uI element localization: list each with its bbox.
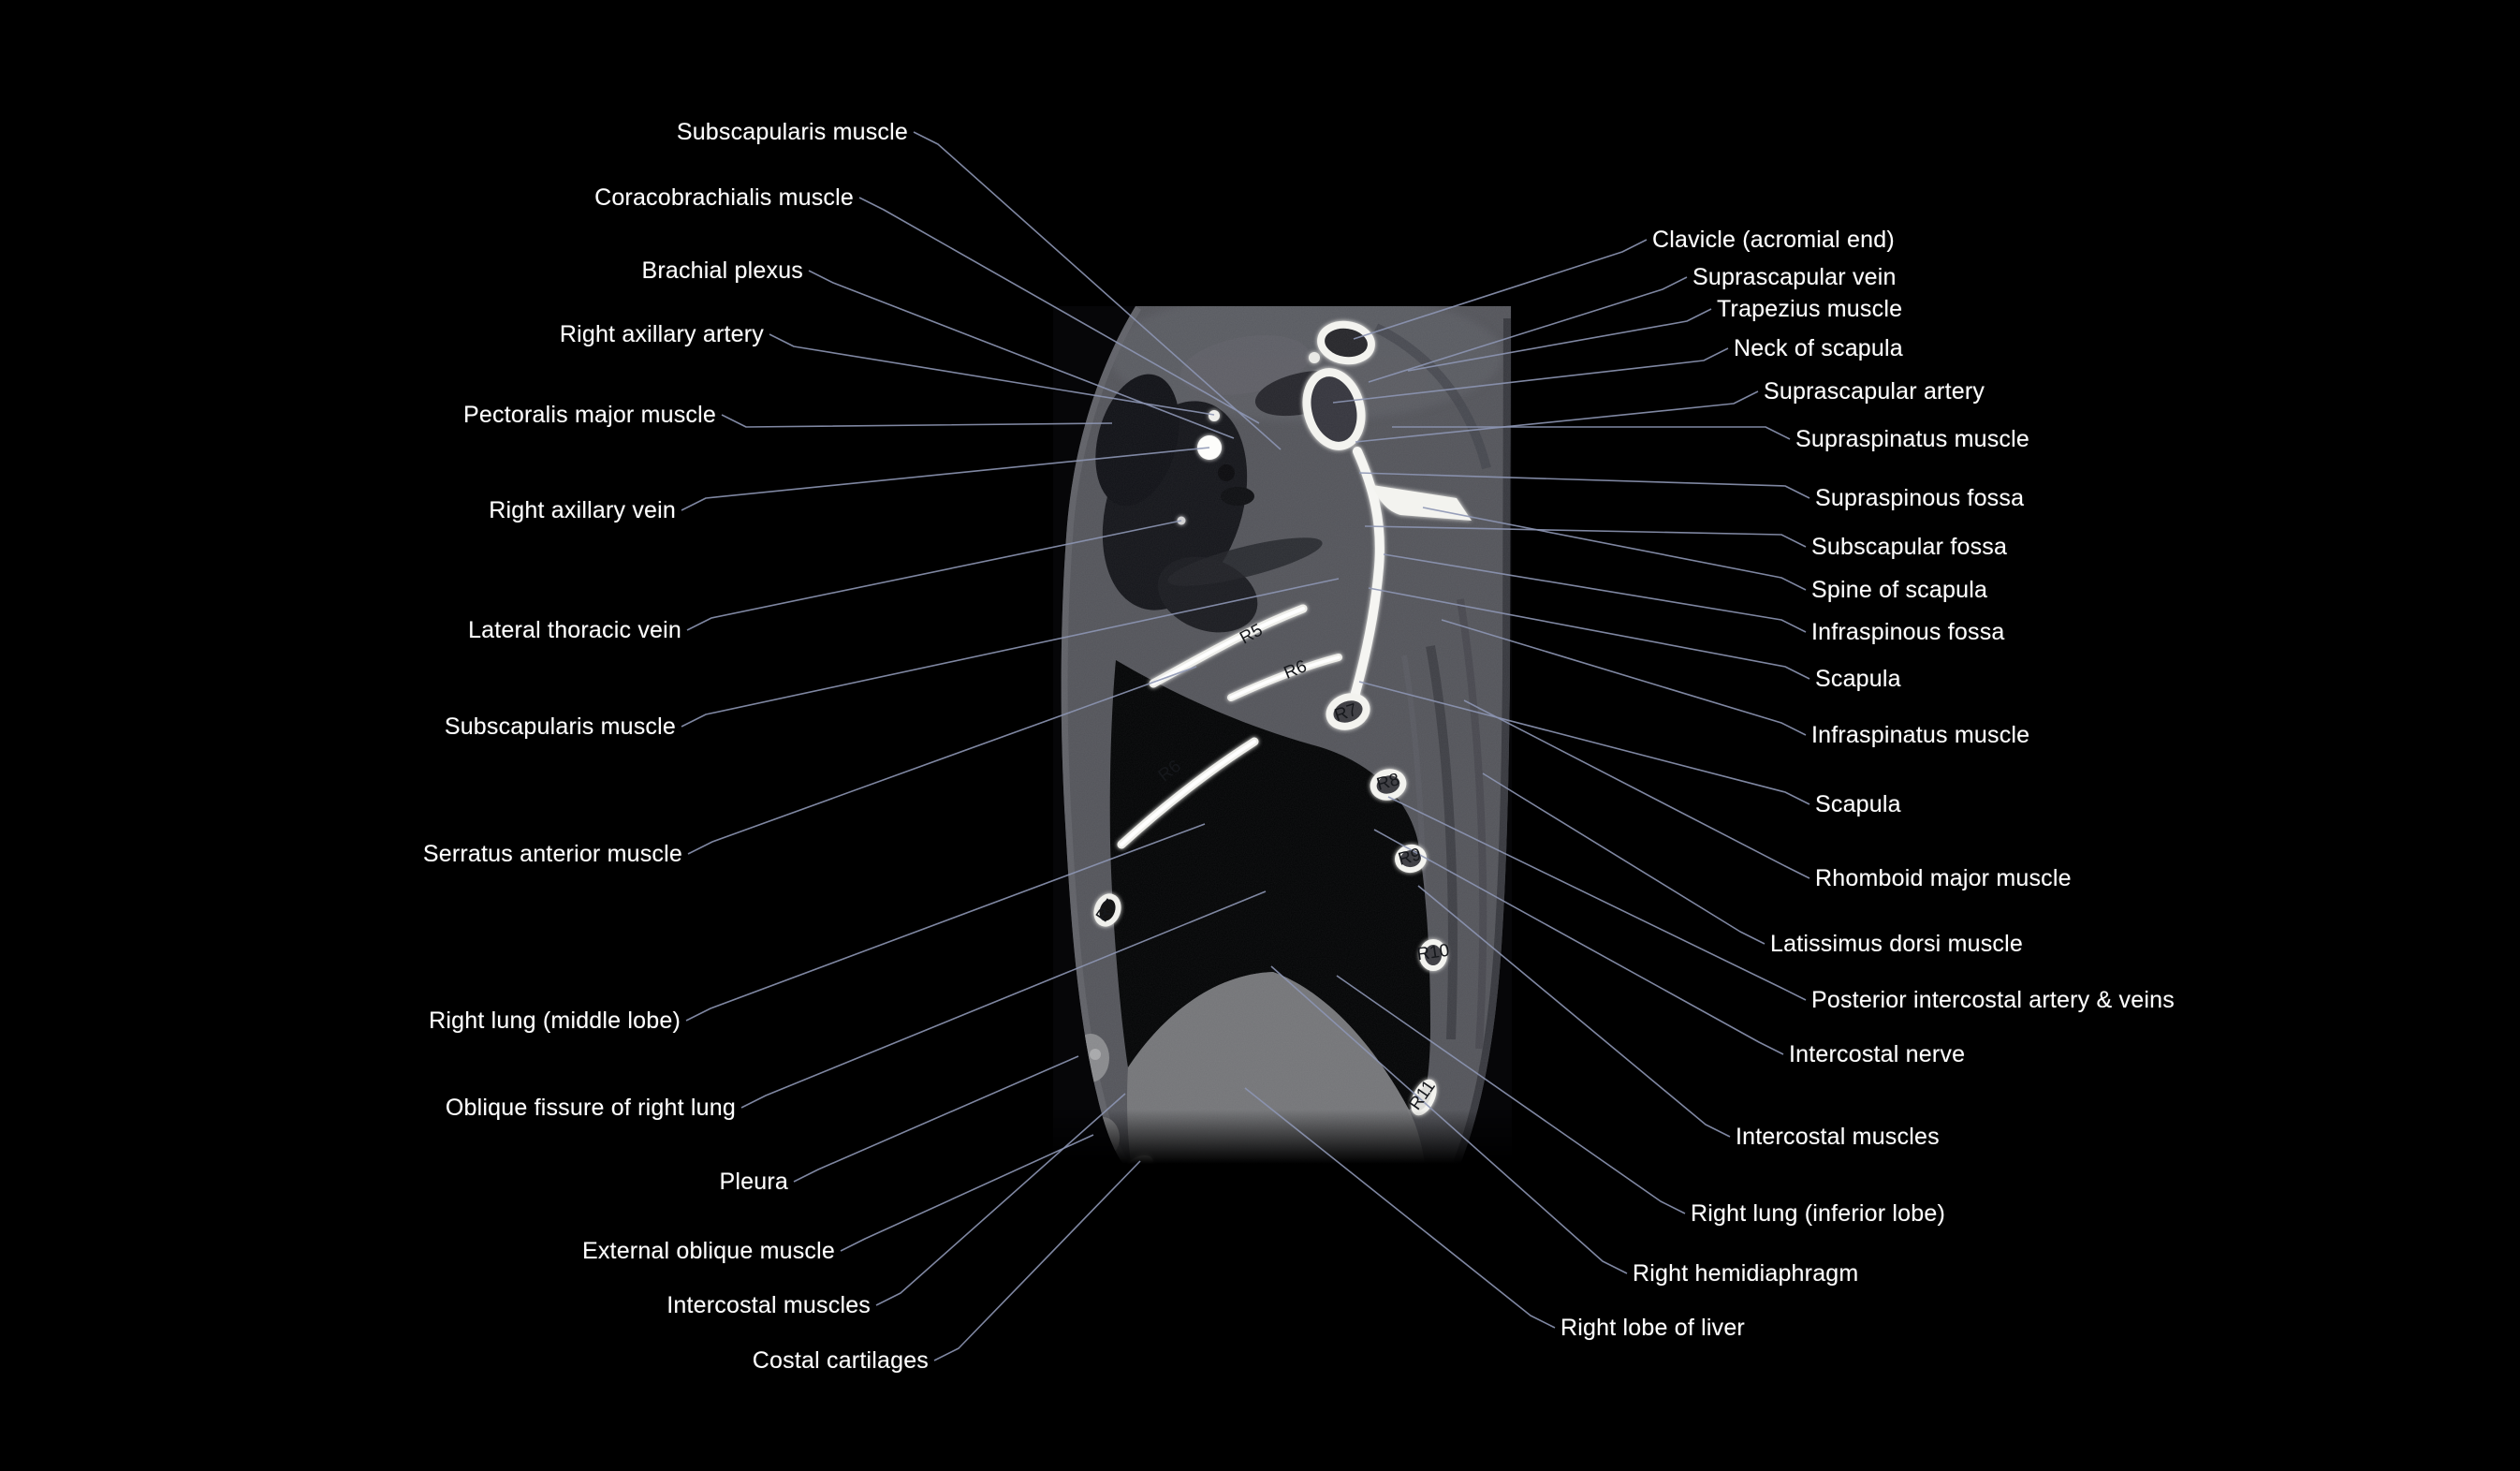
rib-label: R8 [1374, 770, 1401, 795]
leader-line [793, 1055, 1079, 1183]
rib-label: R11 [1405, 1077, 1439, 1113]
anatomy-label: Serratus anterior muscle [422, 841, 682, 867]
leader-line [686, 520, 1182, 631]
rib-label: R6 [1155, 757, 1185, 787]
anatomy-label: Scapula [1815, 666, 1901, 692]
anatomy-label: Pleura [719, 1169, 788, 1195]
leader-line [1355, 390, 1759, 443]
rib-label: R7 [1092, 896, 1121, 926]
leader-line [875, 1093, 1126, 1306]
anatomy-label: Right axillary vein [489, 497, 676, 523]
leader-line [1387, 796, 1807, 1001]
leader-line [1392, 426, 1791, 440]
anatomy-label: Right lung (inferior lobe) [1691, 1200, 1945, 1227]
leader-line [1441, 619, 1807, 736]
anatomy-label: Right lobe of liver [1560, 1315, 1745, 1341]
leader-line [1407, 308, 1712, 372]
leader-line [1358, 472, 1810, 499]
leader-line [1353, 239, 1648, 340]
anatomy-label: Oblique fissure of right lung [445, 1095, 736, 1121]
anatomy-label: Costal cartilages [752, 1347, 929, 1374]
anatomy-label: Suprascapular vein [1692, 264, 1897, 290]
leader-line [681, 447, 1210, 511]
anatomy-label: Neck of scapula [1734, 335, 1903, 361]
anatomy-label: Suprascapular artery [1764, 378, 1985, 405]
anatomy-label: External oblique muscle [581, 1238, 835, 1264]
leader-line [681, 578, 1340, 728]
leader-line [840, 1134, 1094, 1252]
ct-noise-overlay [1061, 306, 1511, 1164]
anatomy-label: Subscapularis muscle [676, 119, 908, 145]
leader-line [740, 890, 1267, 1109]
leader-line [1368, 276, 1688, 383]
anatomy-label: Pectoralis major muscle [463, 402, 716, 428]
anatomy-label: Spine of scapula [1811, 577, 1988, 603]
anatomy-label: Posterior intercostal artery & veins [1811, 987, 2175, 1013]
anatomy-label: Rhomboid major muscle [1815, 865, 2072, 891]
leader-line [1270, 965, 1628, 1274]
anatomy-label: Right hemidiaphragm [1633, 1260, 1859, 1287]
anatomy-label: Right axillary artery [559, 321, 764, 347]
anatomy-label: Brachial plexus [641, 257, 803, 284]
leader-line [721, 414, 1113, 428]
anatomy-label: Latissimus dorsi muscle [1770, 931, 2023, 957]
leader-line [808, 270, 1235, 439]
leader-line [1417, 885, 1731, 1138]
anatomy-label: Intercostal nerve [1789, 1041, 1966, 1067]
anatomy-label: Trapezius muscle [1717, 296, 1903, 322]
leader-line [1373, 829, 1784, 1055]
leader-line [1422, 507, 1807, 591]
leader-line [858, 197, 1260, 424]
rib-label: R10 [1415, 941, 1450, 965]
leader-line [1383, 553, 1807, 633]
leader-line [1364, 525, 1807, 548]
leader-line [1482, 772, 1765, 945]
rib-label: R9 [1396, 845, 1423, 870]
rib-label: R7 [1332, 700, 1360, 726]
anatomy-label: Right lung (middle lobe) [429, 1008, 681, 1034]
rib-label: R5 [1237, 621, 1266, 649]
anatomy-label: Supraspinatus muscle [1795, 426, 2029, 452]
anatomy-label: Intercostal muscles [667, 1292, 871, 1318]
leader-line [1368, 587, 1810, 680]
anatomy-label: Lateral thoracic vein [468, 617, 681, 643]
anatomy-label: Intercostal muscles [1736, 1124, 1940, 1150]
leader-line [1336, 975, 1686, 1214]
anatomy-label: Infraspinous fossa [1811, 619, 2005, 645]
leader-line [769, 333, 1215, 416]
leader-line [913, 131, 1282, 450]
anatomy-label: Supraspinous fossa [1815, 485, 2025, 511]
leader-line [1358, 681, 1810, 805]
leader-line [687, 666, 1197, 855]
anatomy-label: Scapula [1815, 791, 1901, 817]
rib-label: R6 [1282, 656, 1310, 684]
leader-line [1244, 1087, 1556, 1329]
anatomy-label: Infraspinatus muscle [1811, 722, 2030, 748]
anatomy-label: Clavicle (acromial end) [1652, 227, 1895, 253]
leader-line [685, 823, 1206, 1022]
anatomy-label: Subscapularis muscle [444, 713, 676, 740]
leader-line [933, 1160, 1141, 1361]
leader-line [1332, 347, 1729, 404]
leader-line [1463, 699, 1810, 879]
anatomy-label: Coracobrachialis muscle [594, 184, 854, 211]
anatomy-label: Subscapular fossa [1811, 534, 2008, 560]
